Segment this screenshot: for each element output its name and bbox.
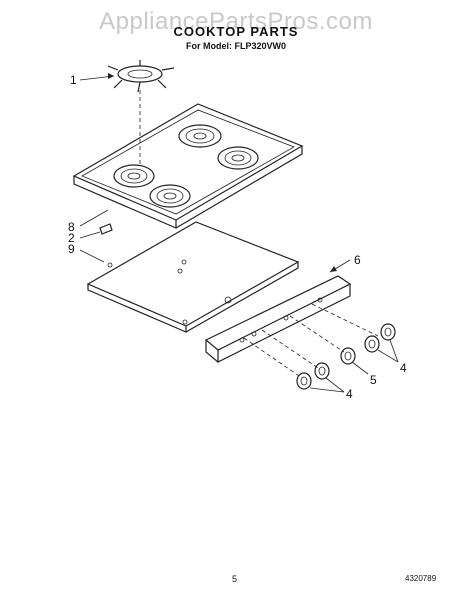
knob: [340, 347, 356, 365]
burner-opening-left-rear: [149, 184, 191, 208]
manifold-panel: [204, 275, 352, 363]
leader-4a-1: [389, 339, 399, 363]
model-subtitle: For Model: FLP320VW0: [185, 41, 286, 51]
clip-part: [99, 223, 113, 235]
callout-2: 2: [68, 231, 75, 245]
watermark: AppliancePartsPros.com: [99, 8, 373, 35]
leader-4b-2: [309, 387, 345, 393]
leader-9: [79, 249, 105, 263]
callout-6: 6: [354, 253, 361, 267]
callout-4-left: 4: [346, 387, 353, 401]
callout-8: 8: [68, 220, 75, 234]
leader-4a-2: [377, 349, 399, 363]
leader-8: [79, 209, 109, 227]
knob: [380, 323, 396, 341]
leader-4b-1: [325, 377, 345, 393]
assembly-line-knob-3: [261, 329, 319, 369]
burner-opening-right-front: [217, 146, 259, 170]
leader-5: [351, 361, 369, 375]
knob: [314, 362, 330, 380]
page-title: COOKTOP PARTS: [173, 24, 299, 39]
knob: [364, 335, 380, 353]
document-number: 4320789: [405, 574, 437, 583]
assembly-line-knob-1: [311, 303, 379, 337]
callout-9: 9: [68, 242, 75, 256]
burner-opening-right-rear: [178, 124, 222, 148]
callout-5: 5: [370, 373, 377, 387]
leader-2: [79, 231, 101, 239]
page-number: 5: [232, 574, 238, 584]
burner-grate: [107, 60, 175, 93]
assembly-line-knob-4: [243, 337, 303, 379]
knob: [296, 372, 312, 390]
burner-box: [86, 221, 300, 333]
callout-4-right: 4: [400, 361, 407, 375]
cooktop: [72, 103, 304, 229]
callout-1: 1: [70, 73, 77, 87]
burner-opening-left-front: [113, 164, 155, 188]
assembly-line-knob-2: [289, 315, 345, 353]
